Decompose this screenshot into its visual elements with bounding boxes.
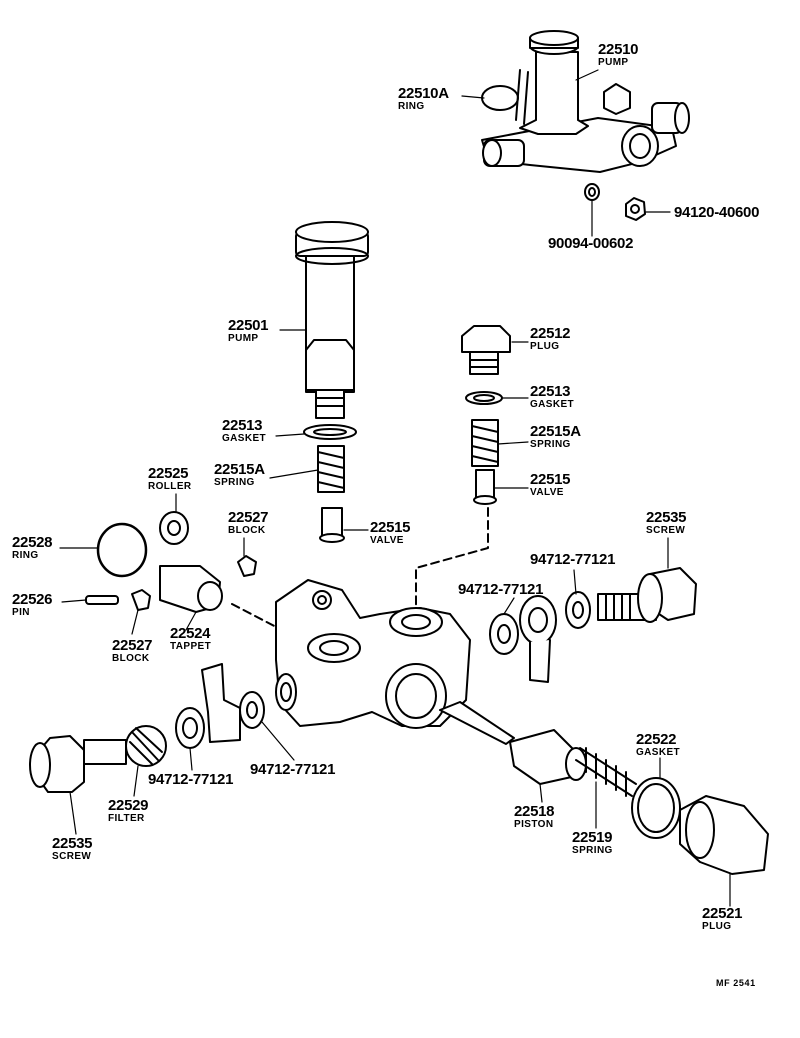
part-number: 22515 (530, 471, 571, 488)
part-name: GASKET (530, 399, 575, 410)
part-number: 22515A (214, 461, 265, 478)
part-name: ROLLER (148, 481, 192, 492)
callout-94120-40600: 94120-40600 (674, 205, 759, 220)
part-number: 22510 (598, 41, 639, 58)
callout-22535-screw-left: 22535 SCREW (52, 835, 93, 862)
part-name: BLOCK (112, 653, 150, 664)
part-name: SCREW (52, 851, 92, 862)
callout-22510-pump: 22510 PUMP (598, 41, 639, 68)
part-name: PLUG (530, 341, 560, 352)
part-name: VALVE (370, 535, 404, 546)
part-name: BLOCK (228, 525, 266, 536)
part-number: 94712-77121 (148, 771, 234, 788)
callout-22515-valve-right: 22515 VALVE (530, 471, 571, 498)
callout-22515a-spring-left: 22515A SPRING (214, 462, 265, 488)
hand-pump-drawing (295, 221, 369, 419)
callout-22522-gasket: 22522 GASKET (636, 732, 680, 758)
part-number: 22515 (370, 519, 411, 536)
part-name: RING (12, 550, 39, 561)
leader-lines (59, 69, 731, 907)
piston-plug-drawing (439, 701, 769, 875)
part-name: PIN (12, 607, 30, 618)
part-number: 22529 (108, 797, 149, 814)
callout-22535-screw-right: 22535 SCREW (646, 509, 687, 536)
part-number: 22518 (514, 803, 555, 820)
callout-22524-tappet: 22524 TAPPET (170, 626, 211, 652)
part-number: 94120-40600 (674, 204, 760, 221)
right-valve-stack-drawing (231, 325, 511, 631)
callout-22512-plug: 22512 PLUG (530, 325, 571, 352)
left-valve-stack-drawing (303, 424, 357, 543)
callout-22526-pin: 22526 PIN (12, 591, 53, 618)
callout-22521-plug: 22521 PLUG (702, 905, 743, 932)
part-name: VALVE (530, 487, 564, 498)
part-number: 22515A (530, 423, 581, 440)
part-number: 22521 (702, 905, 743, 922)
part-name: SPRING (572, 845, 613, 856)
figure-reference: MF 2541 (716, 978, 756, 988)
part-number: 22510A (398, 85, 449, 102)
callout-22513-gasket-left: 22513 GASKET (222, 418, 266, 444)
part-name: SPRING (530, 439, 571, 450)
part-number: 22527 (228, 509, 269, 526)
part-name: RING (398, 101, 425, 112)
callout-22518-piston: 22518 PISTON (514, 803, 555, 830)
part-number: 90094-00602 (548, 235, 634, 252)
callout-22528-ring: 22528 RING (12, 534, 53, 561)
part-number: 22528 (12, 534, 53, 551)
part-number: 22535 (52, 835, 93, 852)
callout-94712-77121-c: 94712-77121 (148, 772, 233, 787)
part-number: 22519 (572, 829, 613, 846)
part-name: PISTON (514, 819, 554, 830)
part-name: PUMP (598, 57, 629, 68)
pump-body-drawing (275, 579, 471, 729)
callout-22513-gasket-right: 22513 GASKET (530, 384, 574, 410)
part-number: 22535 (646, 509, 687, 526)
callout-94712-77121-b: 94712-77121 (458, 582, 543, 597)
part-name: PUMP (228, 333, 259, 344)
part-number: 94712-77121 (530, 551, 616, 568)
left-banjo-filter-drawing (29, 663, 265, 793)
callout-22519-spring: 22519 SPRING (572, 830, 613, 856)
part-number: 22524 (170, 625, 211, 642)
callout-94712-77121-a: 94712-77121 (530, 552, 615, 567)
callout-22525-roller: 22525 ROLLER (148, 466, 192, 492)
part-number: 22527 (112, 637, 153, 654)
part-name: TAPPET (170, 641, 212, 652)
callout-22529-filter: 22529 FILTER (108, 797, 149, 824)
part-name: PLUG (702, 921, 732, 932)
part-number: 22522 (636, 731, 677, 748)
part-name: SPRING (214, 477, 255, 488)
callout-22527-block-top: 22527 BLOCK (228, 509, 269, 536)
callout-94712-77121-d: 94712-77121 (250, 762, 335, 777)
part-number: 94712-77121 (250, 761, 336, 778)
tappet-group-drawing (85, 511, 257, 613)
part-number: 22525 (148, 465, 189, 482)
part-number: 22526 (12, 591, 53, 608)
part-number: 22501 (228, 317, 269, 334)
callout-22515a-spring-right: 22515A SPRING (530, 424, 581, 450)
callout-22515-valve-left: 22515 VALVE (370, 519, 411, 546)
part-name: GASKET (636, 747, 681, 758)
callout-90094-00602: 90094-00602 (548, 236, 633, 251)
part-number: 94712-77121 (458, 581, 544, 598)
callout-22501-pump: 22501 PUMP (228, 317, 269, 344)
callout-22527-block-bottom: 22527 BLOCK (112, 637, 153, 664)
part-name: GASKET (222, 433, 267, 444)
part-name: SCREW (646, 525, 686, 536)
part-number: 22513 (530, 383, 571, 400)
assembled-pump-drawing (481, 30, 690, 221)
part-number: 22513 (222, 417, 263, 434)
callout-22510a-ring: 22510A RING (398, 86, 449, 112)
right-banjo-group-drawing (489, 567, 697, 683)
part-number: 22512 (530, 325, 571, 342)
part-name: FILTER (108, 813, 145, 824)
